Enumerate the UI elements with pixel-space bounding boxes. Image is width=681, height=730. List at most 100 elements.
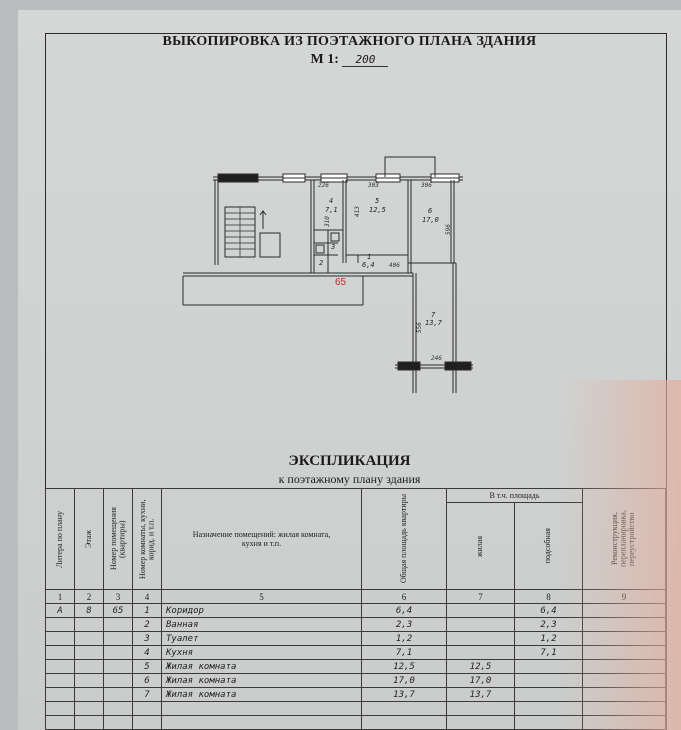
cell-aux: 6,4 [514,603,583,618]
cell-floor [74,687,104,702]
cell-floor [74,659,104,674]
dim-label: 596 [445,224,452,235]
cell-total: 17,0 [361,673,447,688]
room-number: 1 [367,253,371,261]
cell-litera [45,617,75,632]
explication-title: ЭКСПЛИКАЦИЯ [288,453,411,469]
explication-table: Литера по плану Этаж Номер помещения (кв… [45,487,666,730]
cell-apt [103,617,133,632]
cell-living [446,631,515,646]
room-number: 3 [330,243,335,251]
dim-label: 406 [389,262,400,269]
column-numbers-row: 1 2 3 4 5 6 7 8 9 [45,589,666,604]
dim-label: 413 [354,206,361,217]
cell-floor [74,617,104,632]
cell-reconstruction [582,659,666,674]
cell-apt [103,645,133,660]
cell-living [446,617,515,632]
cell-total: 7,1 [361,645,447,660]
cell-aux [514,687,583,702]
header-living: жилая [446,502,515,590]
cell-reconstruction [582,617,666,632]
cell-num: 7 [132,687,162,702]
cell-apt [103,687,133,702]
room-number: 2 [319,259,323,267]
cell-apt [103,631,133,646]
cell-litera [45,673,75,688]
cell-living [446,645,515,660]
cell-floor [74,645,104,660]
cell-reconstruction [582,631,666,646]
header-total-area: Общая площадь квартиры [361,488,447,590]
cell-litera [45,631,75,646]
cell-floor [74,631,104,646]
header-apartment: Номер помещения (квартиры) [103,488,133,590]
header-litera: Литера по плану [45,488,75,590]
room-area: 17,0 [422,216,439,224]
cell-total: 2,3 [361,617,447,632]
header-reconstruction: Реконструкция, перепланировка, переустро… [582,488,666,590]
cell-floor: 8 [74,603,104,618]
room-area: 7,1 [325,206,338,214]
cell-num: 2 [132,617,162,632]
cell-reconstruction [582,673,666,688]
cell-total: 1,2 [361,631,447,646]
dim-label: 303 [367,182,379,189]
cell-name: Кухня [161,645,362,660]
explication-subtitle: к поэтажному плану здания [278,472,421,486]
floor-plan: 226 303 306 310 413 406 596 556 246 4 7,… [182,156,473,393]
cell-num: 4 [132,645,162,660]
cell-name: Коридор [161,603,362,618]
room-area: 12,5 [369,206,386,214]
dim-label: 226 [318,182,329,189]
scale-value: 200 [342,53,389,67]
dim-label: 246 [431,355,442,362]
header-auxiliary: подсобная [514,502,583,590]
dim-label: 310 [324,216,331,228]
cell-aux: 7,1 [514,645,583,660]
cell-name: Жилая комната [161,673,362,688]
cell-num: 1 [132,603,162,618]
room-number: 4 [329,197,333,205]
scale-label: М 1: [310,52,339,67]
document-sheet: ВЫКОПИРОВКА ИЗ ПОЭТАЖНОГО ПЛАНА ЗДАНИЯ М… [18,10,681,730]
cell-total: 12,5 [361,659,447,674]
cell-litera: А [45,603,75,618]
room-number: 7 [431,311,436,319]
dim-label: 306 [420,182,432,189]
header-floor: Этаж [74,488,104,590]
room-number: 5 [375,197,379,205]
cell-reconstruction [582,645,666,660]
cell-litera [45,687,75,702]
cell-floor [74,673,104,688]
room-number: 6 [428,207,432,215]
header-purpose: Назначение помещений: жилая комната, кух… [161,488,362,590]
cell-living: 17,0 [446,673,515,688]
cell-name: Ванная [161,617,362,632]
cell-litera [45,659,75,674]
document-title: ВЫКОПИРОВКА ИЗ ПОЭТАЖНОГО ПЛАНА ЗДАНИЯ [162,34,537,49]
cell-num: 3 [132,631,162,646]
cell-num: 5 [132,659,162,674]
cell-apt [103,673,133,688]
dim-label: 556 [416,322,423,333]
cell-litera [45,645,75,660]
cell-apt [103,659,133,674]
header-room-number: Номер комнаты, кухни, корид. и т.п. [132,488,162,590]
cell-aux: 2,3 [514,617,583,632]
cell-aux [514,673,583,688]
cell-reconstruction [582,603,666,618]
scale-line: М 1: 200 [18,52,681,68]
apartment-number: 65 [335,277,347,288]
cell-name: Туалет [161,631,362,646]
cell-apt: 65 [103,603,133,618]
cell-aux [514,659,583,674]
room-area: 6,4 [362,261,375,269]
cell-living: 12,5 [446,659,515,674]
